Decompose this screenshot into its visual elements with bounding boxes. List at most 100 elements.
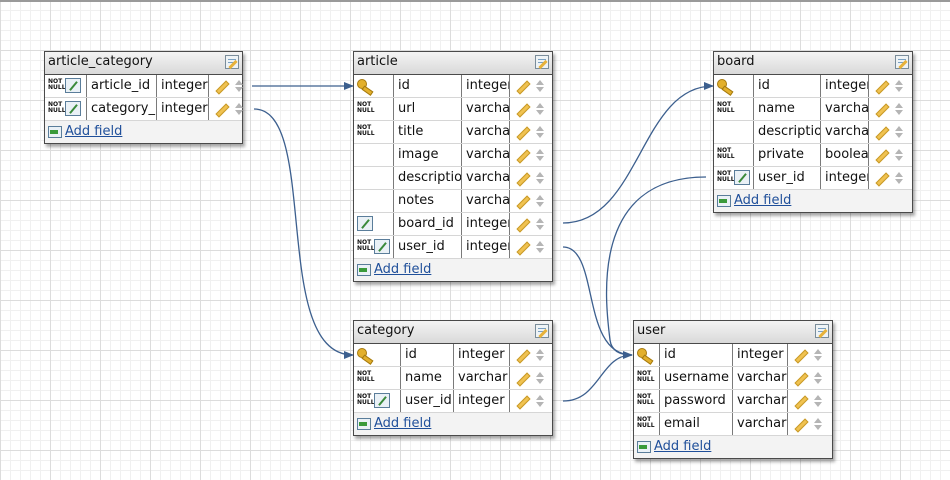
reorder-field-icon[interactable] [814,348,822,362]
add-field-link[interactable]: Add field [65,124,123,139]
add-field-icon[interactable] [637,441,651,453]
reorder-field-icon[interactable] [895,171,903,185]
edit-field-icon[interactable] [516,395,529,407]
edit-field-icon[interactable] [875,172,888,184]
add-field-link[interactable]: Add field [374,262,432,277]
reorder-field-icon[interactable] [814,394,822,408]
edit-field-icon[interactable] [875,149,888,161]
reorder-field-icon[interactable] [235,79,243,93]
field-name[interactable]: article_id [87,75,157,97]
reorder-field-icon[interactable] [536,102,544,116]
field-row-description[interactable]: descriptionvarchar [354,167,552,190]
field-type[interactable]: integer [733,344,788,366]
field-type[interactable]: integer [821,75,869,97]
reorder-field-icon[interactable] [895,125,903,139]
edit-field-icon[interactable] [516,195,529,207]
field-type[interactable]: integer [462,236,510,258]
field-name[interactable]: board_id [394,213,462,235]
field-type[interactable]: integer [462,213,510,235]
edit-table-icon[interactable] [815,324,829,338]
field-type[interactable]: varchar [733,367,788,389]
edit-field-icon[interactable] [875,126,888,138]
field-type[interactable]: varchar [821,121,869,143]
edit-field-icon[interactable] [516,218,529,230]
field-type[interactable]: boolean [821,144,869,166]
field-name[interactable]: notes [394,190,462,212]
edit-field-icon[interactable] [215,80,228,92]
reorder-field-icon[interactable] [536,217,544,231]
field-type[interactable]: integer [821,167,869,189]
field-name[interactable]: user_id [401,390,454,412]
edit-field-icon[interactable] [215,103,228,115]
reorder-field-icon[interactable] [814,371,822,385]
table-header[interactable]: article_category [45,52,242,75]
add-field-link[interactable]: Add field [734,193,792,208]
edit-table-icon[interactable] [895,55,909,69]
table-article[interactable]: article idintegerNOTNULLurlvarcharNOTNUL… [353,51,553,282]
field-type[interactable]: varchar [462,98,510,120]
table-header[interactable]: article [354,52,552,75]
add-field-icon[interactable] [357,264,371,276]
add-field-icon[interactable] [717,195,731,207]
add-field-icon[interactable] [357,418,371,430]
edit-field-icon[interactable] [516,372,529,384]
reorder-field-icon[interactable] [814,417,822,431]
reorder-field-icon[interactable] [536,371,544,385]
field-row-notes[interactable]: notesvarchar [354,190,552,213]
reorder-field-icon[interactable] [536,125,544,139]
reorder-field-icon[interactable] [536,194,544,208]
field-name[interactable]: private [754,144,821,166]
field-type[interactable]: integer [157,75,209,97]
field-name[interactable]: url [394,98,462,120]
reorder-field-icon[interactable] [536,240,544,254]
edit-table-icon[interactable] [225,55,239,69]
field-type[interactable]: varchar [462,190,510,212]
edit-table-icon[interactable] [535,55,549,69]
field-row-description[interactable]: descriptionvarchar [714,121,912,144]
field-name[interactable]: user_id [754,167,821,189]
field-name[interactable]: description [754,121,821,143]
field-type[interactable]: integer [454,390,510,412]
reorder-field-icon[interactable] [536,79,544,93]
field-type[interactable]: integer [157,98,209,120]
relation-article-user-to-user[interactable] [562,246,633,359]
field-name[interactable]: name [754,98,821,120]
field-name[interactable]: id [394,75,462,97]
table-header[interactable]: board [714,52,912,75]
field-type[interactable]: varchar [462,121,510,143]
reorder-field-icon[interactable] [895,148,903,162]
field-name[interactable]: image [394,144,462,166]
reorder-field-icon[interactable] [536,148,544,162]
edit-field-icon[interactable] [516,349,529,361]
reorder-field-icon[interactable] [536,171,544,185]
edit-field-icon[interactable] [875,80,888,92]
edit-field-icon[interactable] [794,372,807,384]
reorder-field-icon[interactable] [895,79,903,93]
add-field-link[interactable]: Add field [374,416,432,431]
field-name[interactable]: title [394,121,462,143]
relation-article-category-category-to-category[interactable] [253,108,354,359]
field-name[interactable]: id [754,75,821,97]
edit-table-icon[interactable] [535,324,549,338]
edit-field-icon[interactable] [516,80,529,92]
field-row-private[interactable]: NOTNULLprivateboolean [714,144,912,167]
table-board[interactable]: board idintegerNOTNULLnamevarchardescrip… [713,51,913,213]
field-type[interactable]: varchar [733,413,788,435]
field-row-title[interactable]: NOTNULLtitlevarchar [354,121,552,144]
edit-field-icon[interactable] [794,418,807,430]
table-header[interactable]: user [634,321,832,344]
field-type[interactable]: varchar [462,144,510,166]
